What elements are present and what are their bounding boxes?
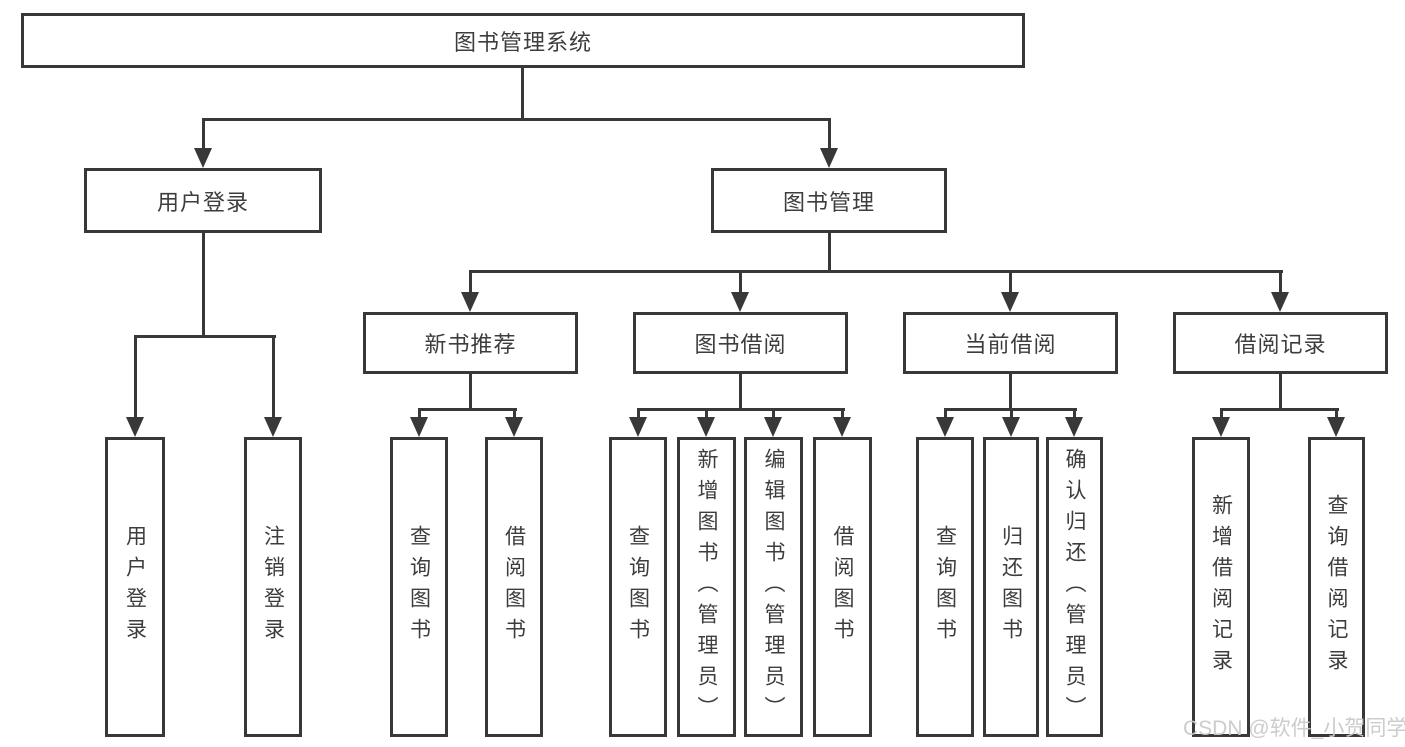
- connector-line: [202, 118, 831, 121]
- leaf-logout: 注销登录: [244, 437, 302, 737]
- connector-line: [513, 408, 516, 421]
- connector-line: [841, 408, 844, 421]
- node-label: 当前借阅: [964, 332, 1057, 357]
- arrow-down-icon: [410, 417, 428, 437]
- node-label: 借阅图书: [831, 525, 854, 649]
- connector-line: [469, 374, 472, 411]
- connector-line: [521, 68, 524, 121]
- connector-line: [637, 408, 640, 421]
- leaf-user-login: 用户登录: [105, 437, 165, 737]
- arrow-down-icon: [731, 292, 749, 312]
- connector-line: [469, 270, 1283, 273]
- connector-line: [1335, 408, 1338, 421]
- node-label: 查询图书: [933, 525, 957, 649]
- connector-line: [134, 335, 137, 421]
- node-label: 借阅记录: [1234, 332, 1327, 357]
- connector-line: [1009, 374, 1012, 411]
- arrow-down-icon: [820, 148, 838, 168]
- arrow-down-icon: [1002, 417, 1020, 437]
- arrow-down-icon: [126, 417, 144, 437]
- connector-line: [418, 408, 517, 411]
- node-label: 编辑图书（管理员）: [762, 447, 785, 727]
- leaf-query-borrow-record: 查询借阅记录: [1308, 437, 1365, 737]
- leaf-add-book-admin: 新增图书（管理员）: [677, 437, 736, 737]
- leaf-borrow-books-borrowing: 借阅图书: [813, 437, 872, 737]
- arrow-down-icon: [1065, 417, 1083, 437]
- connector-line: [1279, 270, 1282, 296]
- node-current-borrowing: 当前借阅: [903, 312, 1118, 374]
- connector-line: [739, 270, 742, 296]
- leaf-confirm-return-admin: 确认归还（管理员）: [1046, 437, 1103, 737]
- node-user-login: 用户登录: [84, 168, 322, 233]
- arrow-down-icon: [697, 417, 715, 437]
- leaf-query-books-borrowing: 查询图书: [609, 437, 667, 737]
- node-new-book-recommend: 新书推荐: [363, 312, 578, 374]
- node-label: 注销登录: [261, 525, 285, 649]
- connector-line: [1009, 270, 1012, 296]
- connector-line: [272, 335, 275, 421]
- connector-line: [418, 408, 421, 421]
- leaf-edit-book-admin: 编辑图书（管理员）: [744, 437, 803, 737]
- leaf-query-books-current: 查询图书: [916, 437, 974, 737]
- connector-line: [637, 408, 845, 411]
- arrow-down-icon: [1212, 417, 1230, 437]
- node-label: 借阅图书: [502, 525, 526, 649]
- node-book-management: 图书管理: [711, 168, 947, 233]
- arrow-down-icon: [194, 148, 212, 168]
- arrow-down-icon: [461, 292, 479, 312]
- node-label: 查询图书: [407, 525, 431, 649]
- connector-line: [944, 408, 947, 421]
- node-book-borrowing: 图书借阅: [633, 312, 848, 374]
- connector-line: [134, 335, 276, 338]
- node-system-root: 图书管理系统: [21, 13, 1025, 68]
- leaf-borrow-books-recommend: 借阅图书: [485, 437, 543, 737]
- csdn-watermark: CSDN @软件_小贺同学: [1183, 717, 1405, 740]
- node-label: 图书管理系统: [453, 29, 592, 55]
- connector-line: [828, 233, 831, 273]
- arrow-down-icon: [505, 417, 523, 437]
- node-label: 新增图书（管理员）: [695, 447, 718, 727]
- node-label: 图书管理: [782, 189, 875, 215]
- node-label: 用户登录: [156, 189, 249, 215]
- node-label: 图书借阅: [694, 332, 787, 357]
- connector-line: [1220, 408, 1223, 421]
- node-label: 新增借阅记录: [1209, 494, 1233, 680]
- node-label: 新书推荐: [424, 332, 517, 357]
- node-label: 查询图书: [626, 525, 650, 649]
- node-borrowing-records: 借阅记录: [1173, 312, 1388, 374]
- arrow-down-icon: [833, 417, 851, 437]
- connector-line: [772, 408, 775, 421]
- arrow-down-icon: [1327, 417, 1345, 437]
- node-label: 用户登录: [123, 525, 147, 649]
- connector-line: [202, 233, 205, 338]
- node-label: 归还图书: [999, 525, 1023, 649]
- connector-line: [705, 408, 708, 421]
- node-label: 确认归还（管理员）: [1063, 447, 1086, 727]
- connector-line: [1073, 408, 1076, 421]
- leaf-return-books: 归还图书: [983, 437, 1039, 737]
- node-label: 查询借阅记录: [1325, 494, 1348, 680]
- connector-line: [1010, 408, 1013, 421]
- leaf-add-borrow-record: 新增借阅记录: [1192, 437, 1250, 737]
- connector-line: [739, 374, 742, 411]
- connector-line: [1279, 374, 1282, 411]
- leaf-query-books-recommend: 查询图书: [390, 437, 448, 737]
- arrow-down-icon: [764, 417, 782, 437]
- connector-line: [828, 118, 831, 152]
- arrow-down-icon: [264, 417, 282, 437]
- arrow-down-icon: [1271, 292, 1289, 312]
- arrow-down-icon: [629, 417, 647, 437]
- arrow-down-icon: [936, 417, 954, 437]
- arrow-down-icon: [1001, 292, 1019, 312]
- connector-line: [1220, 408, 1339, 411]
- connector-line: [202, 118, 205, 152]
- connector-line: [469, 270, 472, 296]
